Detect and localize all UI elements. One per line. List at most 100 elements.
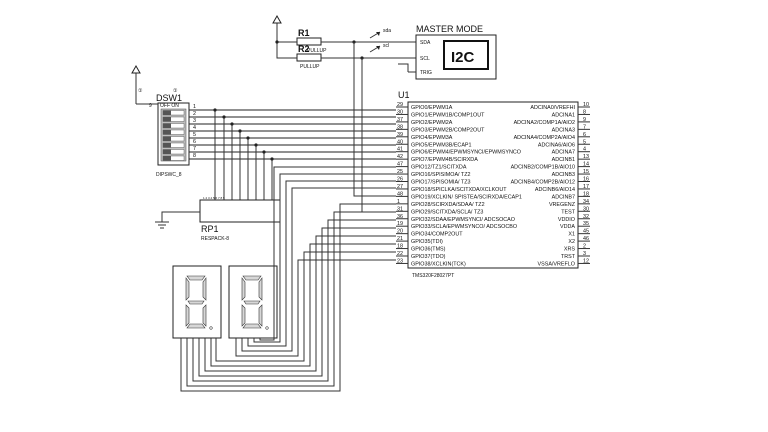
mcu-right-pin-name: ADCINB6/AIO14: [535, 187, 575, 193]
mcu-left-pin-name: GPIO19/XCLKIN/ SPISTEA/SCIRXDA/ECAP1: [411, 194, 522, 200]
mcu-left-pin-name: GPIO3/EPWM2B/COMP2OUT: [411, 127, 485, 133]
mcu-left-pin-number: 40: [397, 139, 403, 145]
mcu-right-pin-name: ADCINB2/COMP1B/AIO10: [511, 165, 575, 171]
mcu-right-pin-name: ADCINA6/AIO6: [538, 142, 575, 148]
seven-segment-display-1[interactable]: [172, 265, 222, 339]
mcu-right-pin-number: 9: [583, 117, 586, 123]
mcu-right-pin-number: 46: [583, 236, 589, 242]
mcu-right-pin-number: 32: [583, 214, 589, 220]
mcu-left-pin-number: 19: [397, 221, 403, 227]
dsw1-pin-1: 1: [193, 104, 196, 110]
mcu-right-pin-name: TRST: [561, 254, 576, 260]
r1-ref: R1: [298, 28, 310, 38]
seven-segment-display-2[interactable]: [228, 265, 278, 339]
mcu-right-pin-number: 6: [583, 132, 586, 138]
resistor-pack-rp1[interactable]: 1 2 3 4 5 6 7 8 9 RP1 RESPACK-8: [199, 196, 281, 242]
net-sda-label: sda: [383, 28, 391, 34]
mcu-right-pin-name: TEST: [561, 209, 575, 215]
mcu-left-pin-name: GPIO12/TZ1/SCITXDA: [411, 165, 467, 171]
mcu-right-pin-number: 8: [583, 109, 586, 115]
master-mode-block[interactable]: MASTER MODE I2C SDA SCL TRIG: [415, 24, 497, 80]
mcu-right-pin-number: 13: [583, 154, 589, 160]
mcu-ref: U1: [398, 90, 410, 100]
mcu-left-pin-number: 1: [397, 199, 400, 205]
dsw1-pin-7: 7: [193, 146, 196, 152]
mcu-left-pin-name: GPIO18/SPICLKA/SCITXDA/XCLKOUT: [411, 187, 507, 193]
r1-value: PULLUP: [307, 48, 327, 54]
dsw1-ref: DSW1: [156, 93, 182, 103]
mcu-left-pin-name: GPIO34/COMP2OUT: [411, 232, 463, 238]
rp1-pin-labels: 1 2 3 4 5 6 7 8 9: [203, 196, 225, 200]
dsw1-header: OFF ON: [160, 103, 179, 109]
i2c-display: I2C: [451, 49, 475, 66]
dsw1-pin-2: 2: [193, 111, 196, 117]
mcu-left-pin-number: 20: [397, 229, 403, 235]
mcu-left-pin-number: 39: [397, 132, 403, 138]
mcu-left-pin-name: GPIO1/EPWM1B/COMP1OUT: [411, 112, 485, 118]
mcu-right-pin-name: X1: [568, 232, 575, 238]
mcu-right-pin-name: X2: [568, 239, 575, 245]
mcu-right-pin-number: 4: [583, 147, 586, 153]
mcu-left-pin-number: 21: [397, 236, 403, 242]
mcu-right-pin-name: XRS: [564, 247, 575, 253]
mcu-right-pin-number: 5: [583, 139, 586, 145]
dip-switch-dsw1[interactable]: DSW1 ① ① 9 OFF ON DIPSWC_8: [138, 88, 190, 178]
mcu-left-pin-number: 42: [397, 154, 403, 160]
mcu-left-pin-name: GPIO32/SDAA/EPWMSYNCI/ ADCSOCAO: [411, 217, 515, 223]
mcu-left-pin-number: 23: [397, 258, 403, 264]
mcu-left-pin-name: GPIO38/XCLKIN(TCK): [411, 261, 466, 267]
mcu-right-pin-number: 45: [583, 229, 589, 235]
dsw1-pin-8: 8: [193, 153, 196, 159]
power-symbol-top: [272, 14, 282, 42]
mcu-right-pin-number: 16: [583, 177, 589, 183]
mcu-left-pin-number: 26: [397, 177, 403, 183]
mcu-left-pin-number: 37: [397, 117, 403, 123]
mcu-right-pin-number: 7: [583, 124, 586, 130]
mcu-right-pin-name: ADCINA3: [552, 127, 575, 133]
mcu-left-pin-name: GPIO36(TMS): [411, 247, 446, 253]
rp1-ref: RP1: [201, 224, 219, 234]
mcu-right-pin-number: 35: [583, 221, 589, 227]
dip-to-respack-wires: [214, 110, 273, 200]
mcu-left-pin-name: GPIO16/SPISIMOA/ TZ2: [411, 172, 471, 178]
mcu-left-pin-name: GPIO4/EPWM3A: [411, 135, 453, 141]
mcu-left-pin-name: GPIO17/SPISOMIA/ TZ3: [411, 180, 471, 186]
mcu-right-pin-name: ADCINB7: [552, 194, 575, 200]
mcu-right-pin-name: ADCINB3: [552, 172, 575, 178]
mcu-left-pin-number: 47: [397, 162, 403, 168]
mcu-left-pin-number: 27: [397, 184, 403, 190]
master-title: MASTER MODE: [416, 24, 483, 34]
mcu-left-pin-name: GPIO5/EPWM3B/ECAP1: [411, 142, 472, 148]
mcu-left-pin-number: 31: [397, 206, 403, 212]
mcu-right-pin-number: 10: [583, 102, 589, 108]
mcu-right-pin-name: ADCINA2/COMP1A/AIO2: [514, 120, 575, 126]
probe-sda-icon: sda: [369, 28, 391, 39]
master-pin-sda: SDA: [420, 40, 431, 46]
mcu-left-pin-name: GPIO28/SCIRXDA/SDAA/ TZ2: [411, 202, 485, 208]
dsw1-pin-6: 6: [193, 139, 196, 145]
master-pin-trig: TRIG: [420, 70, 432, 76]
dsw1-pin-5: 5: [193, 132, 196, 138]
mcu-left-pin-number: 48: [397, 191, 403, 197]
mcu-left-pin-number: 25: [397, 169, 403, 175]
mcu-part: TMS320F28027PT: [412, 273, 454, 279]
mcu-left-pin-name: GPIO29/SCITXDA/SCLA/ TZ3: [411, 209, 483, 215]
mcu-left-pin-number: 22: [397, 251, 403, 257]
mcu-left-pin-number: 29: [397, 102, 403, 108]
mcu-right-pin-number: 34: [583, 199, 589, 205]
mcu-right-pin-name: ADCINB4/COMP2B/AIO12: [511, 180, 575, 186]
mcu-right-pin-name: ADCINA1: [552, 112, 575, 118]
dsw1-marker-left: ①: [138, 88, 143, 94]
mcu-right-pin-name: ADCINA0/VREFHI: [530, 105, 575, 111]
mcu-right-pin-name: ADCINB1: [552, 157, 575, 163]
dsw1-part: DIPSWC_8: [156, 172, 182, 178]
mcu-right-pin-number: 30: [583, 206, 589, 212]
mcu-left-pin-name: GPIO2/EPWM2A: [411, 120, 453, 126]
mcu-left-pin-name: GPIO35(TDI): [411, 239, 443, 245]
probe-scl-icon: scl: [369, 43, 389, 53]
dsw1-pin-left: 9: [149, 103, 152, 109]
